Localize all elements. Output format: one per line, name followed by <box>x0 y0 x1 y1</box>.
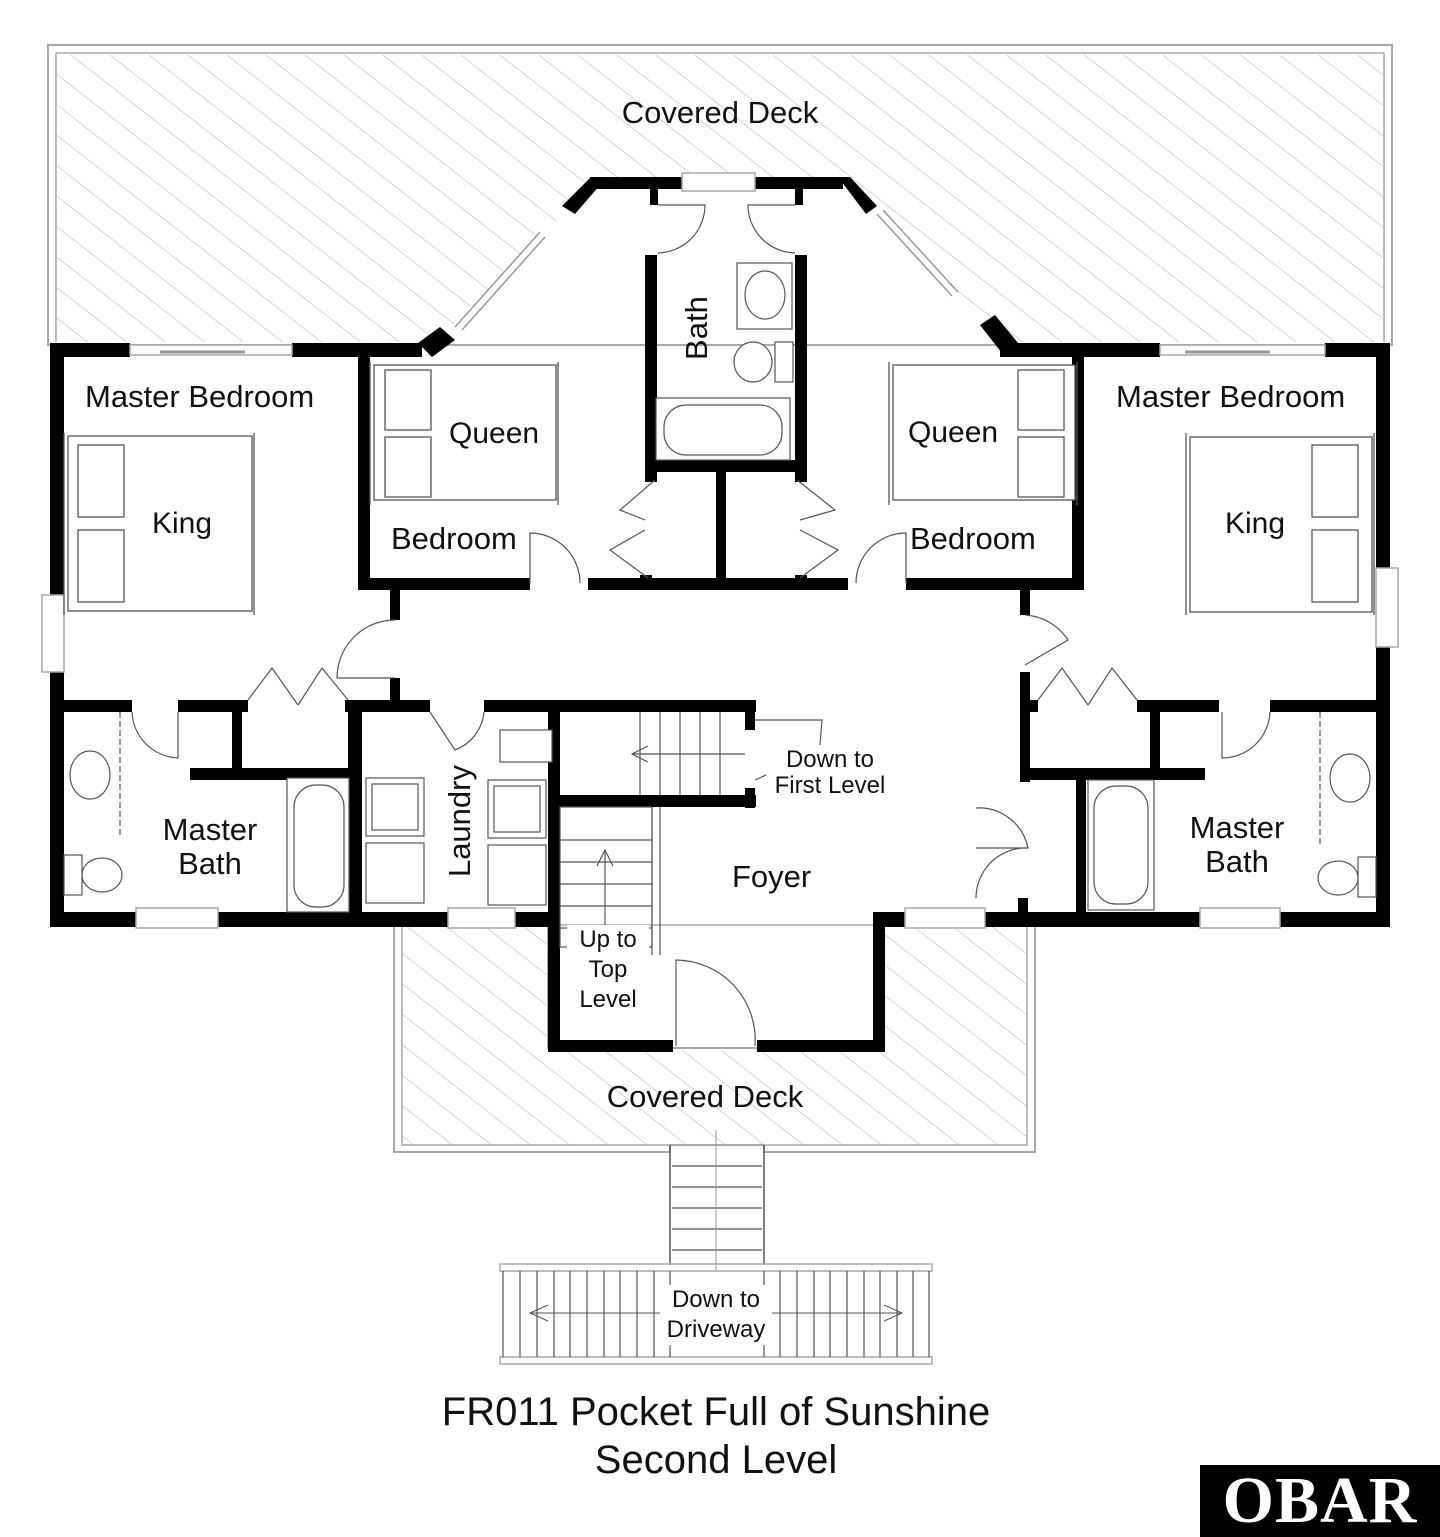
label-master-bath-left: Master Bath <box>140 812 280 882</box>
label-foyer: Foyer <box>732 859 812 894</box>
label-laundry: Laundry <box>441 765 477 878</box>
label-covered-deck-bottom: Covered Deck <box>606 1079 804 1114</box>
fixtures <box>63 262 1377 913</box>
plan-subtitle: Second Level <box>594 1438 838 1482</box>
walls <box>50 177 1390 1052</box>
covered-deck-top <box>47 44 1393 346</box>
label-queen-left: Queen <box>449 417 540 450</box>
label-bath-center: Bath <box>678 296 714 360</box>
beds <box>63 362 1375 615</box>
label-master-bedroom-right: Master Bedroom <box>1116 379 1346 414</box>
label-master-bath-left-line1: Master <box>162 812 258 847</box>
covered-deck-bottom <box>393 924 1036 1153</box>
label-king-left: King <box>152 507 213 540</box>
label-master-bath-right-line2: Bath <box>1205 844 1269 880</box>
plan-title: FR011 Pocket Full of Sunshine <box>441 1390 991 1434</box>
doors <box>131 204 1271 1047</box>
driveway-stairs <box>499 1130 933 1365</box>
label-master-bath-right-line1: Master <box>1189 810 1285 845</box>
label-master-bath-right: Master Bath <box>1167 810 1307 880</box>
label-master-bath-left-line2: Bath <box>178 846 242 882</box>
label-master-bedroom-left: Master Bedroom <box>85 379 315 414</box>
label-up-to-top-level: Up to Top Level <box>567 925 649 1015</box>
windows <box>41 172 1399 929</box>
label-down-to-first-level: Down to First Level <box>774 746 886 800</box>
label-queen-right: Queen <box>908 416 999 449</box>
label-down-to-driveway: Down to Driveway <box>660 1285 772 1345</box>
label-bedroom-left: Bedroom <box>391 521 517 556</box>
label-bedroom-right: Bedroom <box>910 521 1036 556</box>
label-king-right: King <box>1225 507 1286 540</box>
obar-logo: OBAR <box>1200 1465 1440 1537</box>
label-covered-deck-top: Covered Deck <box>621 95 819 130</box>
